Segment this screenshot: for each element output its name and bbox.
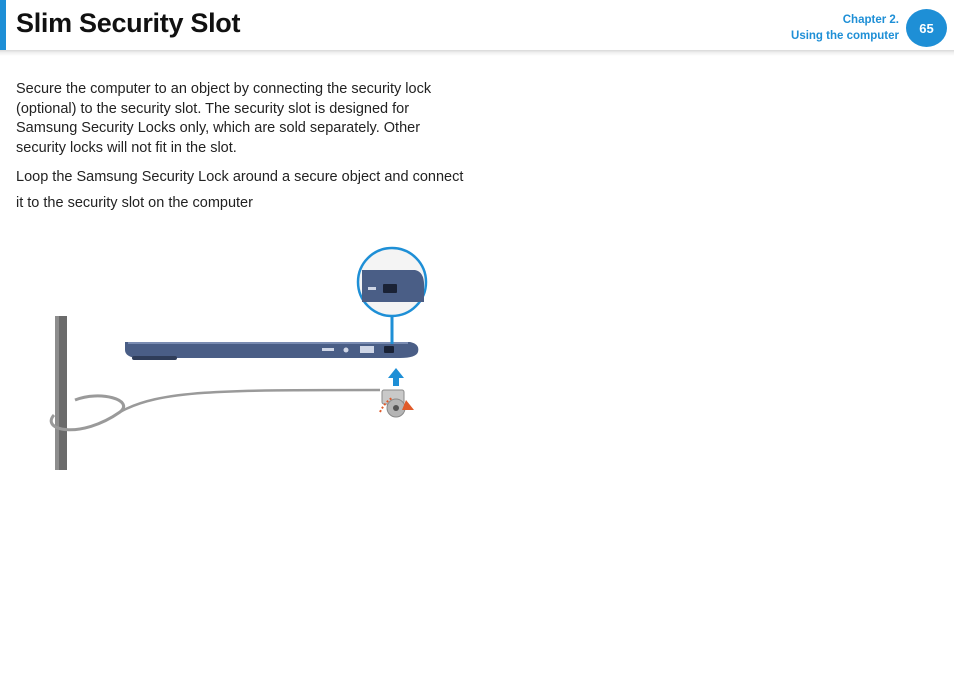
instruction-paragraph: Loop the Samsung Security Lock around a … xyxy=(16,169,464,211)
intro-paragraph: Secure the computer to an object by conn… xyxy=(16,81,432,156)
cable-loop xyxy=(49,394,125,432)
lock-cable xyxy=(119,388,381,414)
page-number-badge: 65 xyxy=(906,9,947,47)
body-text: Secure the computer to an object by conn… xyxy=(16,80,466,224)
rotate-arrow-icon xyxy=(402,400,414,410)
laptop-body xyxy=(125,342,419,358)
security-slot xyxy=(384,346,394,353)
header-accent-bar xyxy=(0,0,6,52)
chapter-label: Chapter 2. xyxy=(842,14,899,26)
page-title: Slim Security Slot xyxy=(16,8,241,38)
section-label: Using the computer xyxy=(791,30,899,42)
security-lock-illustration xyxy=(49,246,428,470)
chapter-info: Chapter 2. Using the computer xyxy=(791,12,899,44)
insert-arrow-icon xyxy=(388,368,404,386)
header-divider xyxy=(0,50,954,56)
